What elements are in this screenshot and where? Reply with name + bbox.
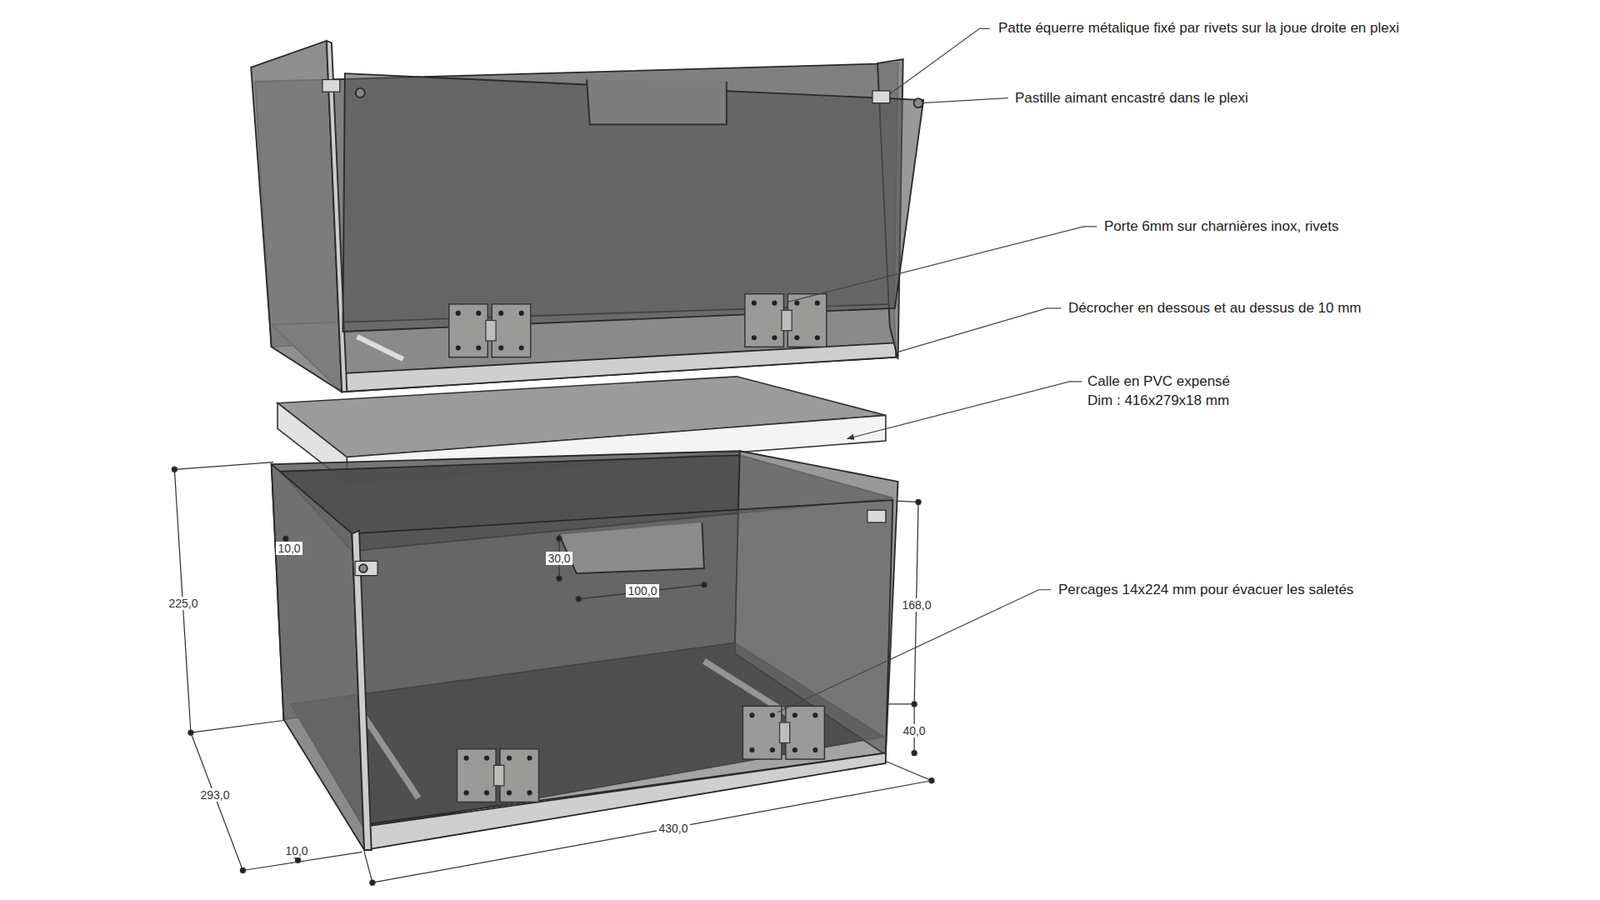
dimension-label: 10,0 [283,844,310,858]
dimension-label: 40,0 [900,724,927,738]
hinge [745,294,827,348]
drain-slot [357,336,404,360]
magnet [355,88,365,98]
annotation-label: Calle en PVC expensé [1087,373,1230,390]
hinge [449,304,531,358]
annotation-label: Décrocher en dessous et au dessus de 10 … [1068,300,1362,317]
hinge [457,749,540,803]
hinge [742,705,825,760]
dimension-label: 225,0 [166,596,200,610]
bracket [872,90,890,104]
annotation-label: Dim : 416x279x18 mm [1087,392,1230,410]
handle-cutout [559,522,705,574]
annotation-label: Pastille aimant encastré dans le plexi [1015,90,1249,107]
cheek-edge [351,530,371,850]
dimension-lines [171,462,935,886]
dimension-label: 30,0 [545,551,572,565]
handle-cutout [586,80,727,125]
leader-lines [777,28,1097,712]
annotation-label: Patte équerre métalique fixé par rivets … [998,20,1400,37]
bracket [322,80,340,93]
dimension-label: 430,0 [656,821,690,835]
dimension-label: 168,0 [900,598,933,612]
left-cheek [271,464,365,850]
dimension-label: 293,0 [198,788,231,802]
annotation-label: Percages 14x224 mm pour évacuer les sale… [1058,581,1354,599]
bottom-edge [364,753,886,850]
bracket [867,510,886,523]
door-panel [342,73,924,332]
magnet [359,564,368,573]
bracket [355,560,378,575]
lower-box [271,450,899,850]
dimension-label: 100,0 [625,584,659,598]
annotation-label: Porte 6mm sur charnières inox, rivets [1104,218,1340,235]
upper-box [250,40,924,392]
dimension-label: 10,0 [275,541,302,555]
